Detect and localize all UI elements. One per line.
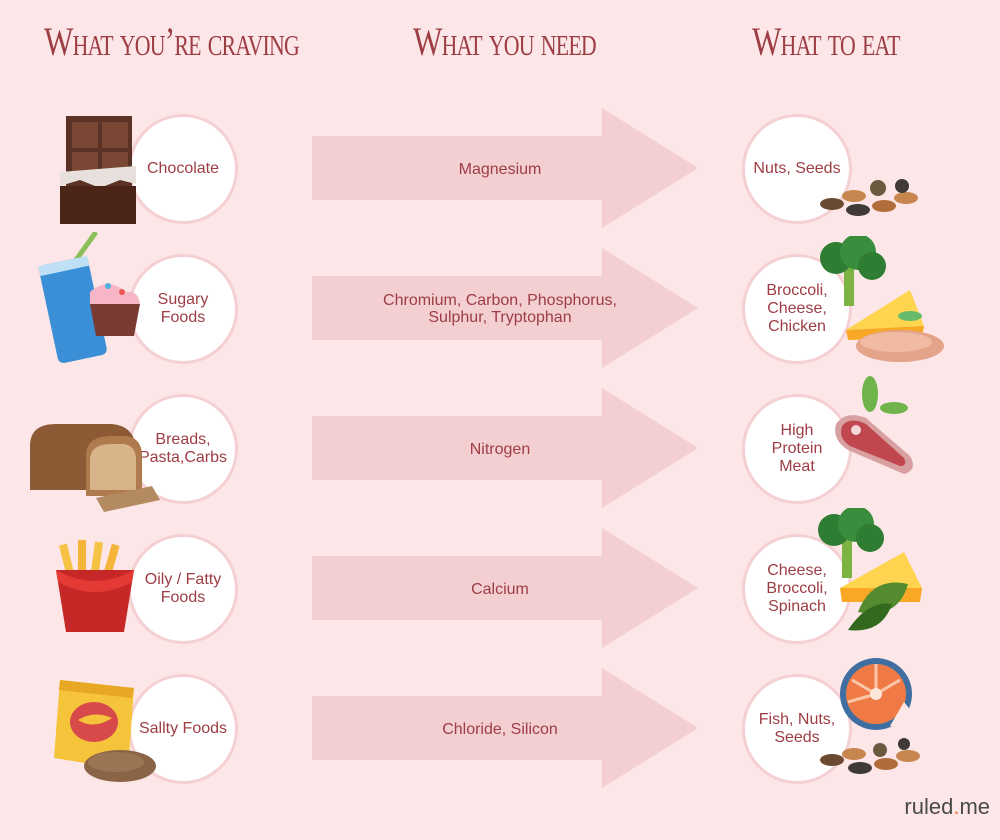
need-label: Magnesium [458, 160, 542, 178]
row-sugary: Sugary Foods Chromium, Carbon, Phosphoru… [0, 232, 1000, 394]
craving-circle: Chocolate [128, 114, 238, 224]
nuts-seeds-icon [820, 179, 918, 216]
arrow-icon [312, 108, 698, 228]
fish-nuts-seeds-icon [820, 658, 930, 774]
header-need: What you need [413, 19, 597, 64]
arrow-icon [312, 528, 698, 648]
craving-label: Sallty Foods [138, 720, 228, 737]
eat-label: High Protein Meat [771, 422, 823, 475]
need-label: Nitrogen [469, 440, 531, 458]
eat-label: Nuts, Seeds [753, 160, 841, 177]
header-craving: What you’re craving [44, 19, 300, 64]
arrow-icon [312, 388, 698, 508]
craving-circle: Sugary Foods [128, 254, 238, 364]
row-breads: Breads, Pasta,Carbs Nitrogen High Protei… [0, 376, 1000, 534]
logo-dot: . [953, 794, 960, 819]
eat-circle: High Protein Meat [742, 394, 852, 504]
cheese-broccoli-spinach-icon [818, 508, 922, 631]
arrow-icon [312, 248, 698, 368]
need-label: Chromium, Carbon, Phosphorus, Sulphur, T… [383, 292, 617, 326]
header-eat: What to eat [752, 19, 900, 64]
need-label: Chloride, Silicon [442, 720, 558, 738]
soda-cupcake-icon [38, 232, 140, 363]
chips-bag-icon [54, 680, 156, 782]
need-label: Calcium [471, 580, 529, 598]
craving-label: Breads, Pasta,Carbs [138, 431, 228, 466]
broccoli-cheese-chicken-icon [820, 236, 944, 362]
eat-circle: Broccoli, Cheese, Chicken [742, 254, 852, 364]
steak-meat-icon [835, 376, 913, 474]
eat-label: Cheese, Broccoli, Spinach [766, 562, 828, 615]
arrow-icon [312, 668, 698, 788]
row-oily: Oily / Fatty Foods Calcium Cheese, Brocc… [0, 508, 1000, 674]
logo-main: ruled [904, 794, 954, 819]
craving-label: Sugary Foods [157, 291, 209, 326]
eat-circle: Cheese, Broccoli, Spinach [742, 534, 852, 644]
craving-label: Chocolate [146, 160, 220, 177]
chocolate-bar-icon [60, 116, 136, 224]
eat-label: Broccoli, Cheese, Chicken [766, 282, 828, 335]
french-fries-icon [56, 540, 134, 632]
row-chocolate: Chocolate Magnesium Nuts, Seeds [0, 108, 1000, 254]
craving-circle: Oily / Fatty Foods [128, 534, 238, 644]
craving-label: Oily / Fatty Foods [144, 571, 222, 606]
bread-loaf-icon [30, 424, 160, 512]
row-salty: Sallty Foods Chloride, Silicon Fish, Nut… [0, 658, 1000, 814]
logo-suffix: me [959, 794, 990, 819]
ruled-me-logo[interactable]: ruled.me [904, 794, 990, 820]
eat-label: Fish, Nuts, Seeds [758, 711, 836, 746]
